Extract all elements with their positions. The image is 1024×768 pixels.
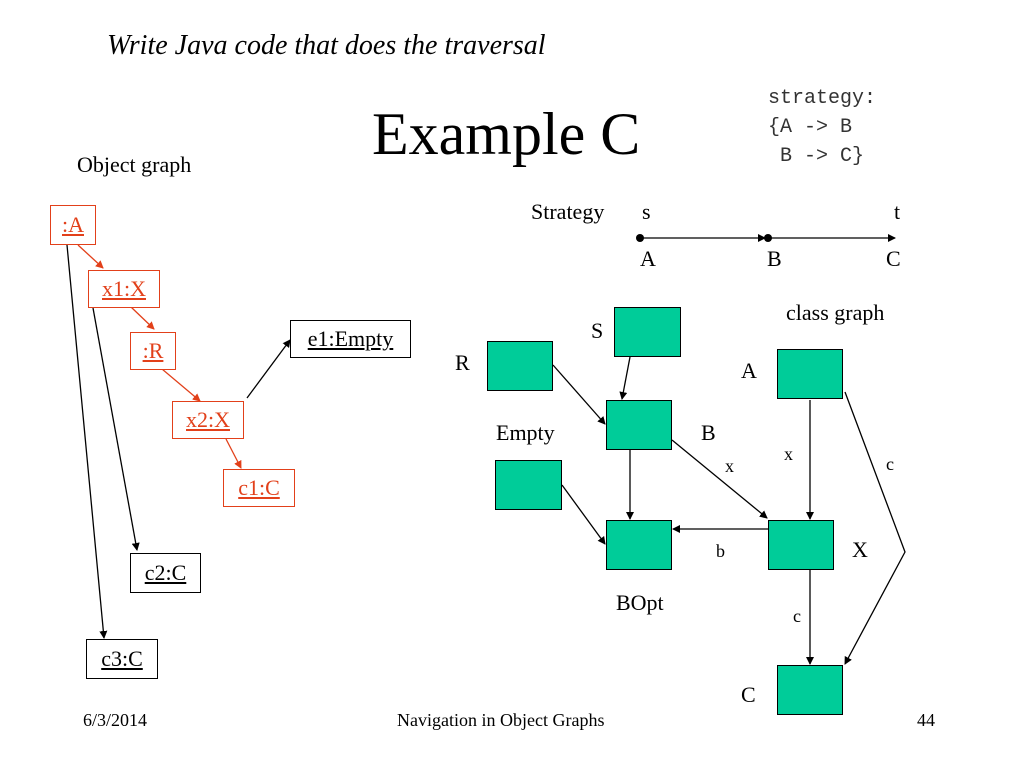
object-node-x1: x1:X <box>88 270 160 308</box>
class-node-a <box>777 349 843 399</box>
class-node-x <box>768 520 834 570</box>
edge-r-x2 <box>161 368 201 402</box>
edge-x2-e1 <box>246 339 291 399</box>
class-node-a-label: A <box>741 358 757 383</box>
slide-subtitle: Write Java code that does the traversal <box>107 30 546 61</box>
class-node-r-label: R <box>455 350 470 375</box>
strategy-node-b <box>764 234 772 242</box>
class-node-s-label: S <box>591 318 604 343</box>
object-node-c2: c2:C <box>130 553 201 593</box>
class-node-c <box>777 665 843 715</box>
footer-page-number: 44 <box>917 710 935 730</box>
strategy-source-label: s <box>642 199 651 224</box>
edge-label-x-c: c <box>793 606 801 626</box>
footer-date: 6/3/2014 <box>83 710 148 730</box>
edge-empty-bopt <box>561 484 606 545</box>
edge-a-c3 <box>66 244 108 639</box>
edge-label-x-bopt: b <box>716 541 725 561</box>
object-node-c1: c1:C <box>223 469 295 507</box>
edge-x2-c1 <box>225 438 242 469</box>
object-graph-label: Object graph <box>77 152 192 177</box>
class-node-s <box>614 307 681 357</box>
strategy-node-b-label: B <box>767 246 782 271</box>
edge-label-b-x: x <box>725 456 734 476</box>
strategy-node-c-label: C <box>886 246 901 271</box>
class-node-b <box>606 400 672 450</box>
object-node-e1: e1:Empty <box>290 320 411 358</box>
class-node-empty-label: Empty <box>496 420 555 445</box>
strategy-node-a <box>636 234 644 242</box>
class-node-empty <box>495 460 562 510</box>
strategy-node-a-label: A <box>640 246 656 271</box>
class-node-x-label: X <box>852 537 868 562</box>
edge-label-a-x: x <box>784 444 793 464</box>
strategy-target-label: t <box>894 199 901 224</box>
footer-title: Navigation in Object Graphs <box>397 710 605 730</box>
strategy-label: Strategy <box>531 199 605 224</box>
class-node-r <box>487 341 553 391</box>
class-graph-label: class graph <box>786 300 885 325</box>
edge-x1-c2 <box>92 307 140 551</box>
object-node-r: :R <box>130 332 176 370</box>
class-node-b-label: B <box>701 420 716 445</box>
edge-a-x1 <box>77 244 104 269</box>
edge-b-x <box>671 439 768 519</box>
class-node-bopt <box>606 520 672 570</box>
class-node-bopt-label: BOpt <box>616 590 664 615</box>
strategy-code: strategy: {A -> B B -> C} <box>768 87 877 168</box>
edge-a-c <box>844 391 906 665</box>
object-node-a: :A <box>50 205 96 245</box>
edge-label-a-c: c <box>886 454 894 474</box>
object-node-c3: c3:C <box>86 639 158 679</box>
slide-title: Example C <box>372 101 641 167</box>
edge-r-b <box>552 364 606 425</box>
edge-s-b <box>619 356 631 400</box>
edge-x1-r <box>130 306 155 330</box>
object-node-x2: x2:X <box>172 401 244 439</box>
class-node-c-label: C <box>741 682 756 707</box>
